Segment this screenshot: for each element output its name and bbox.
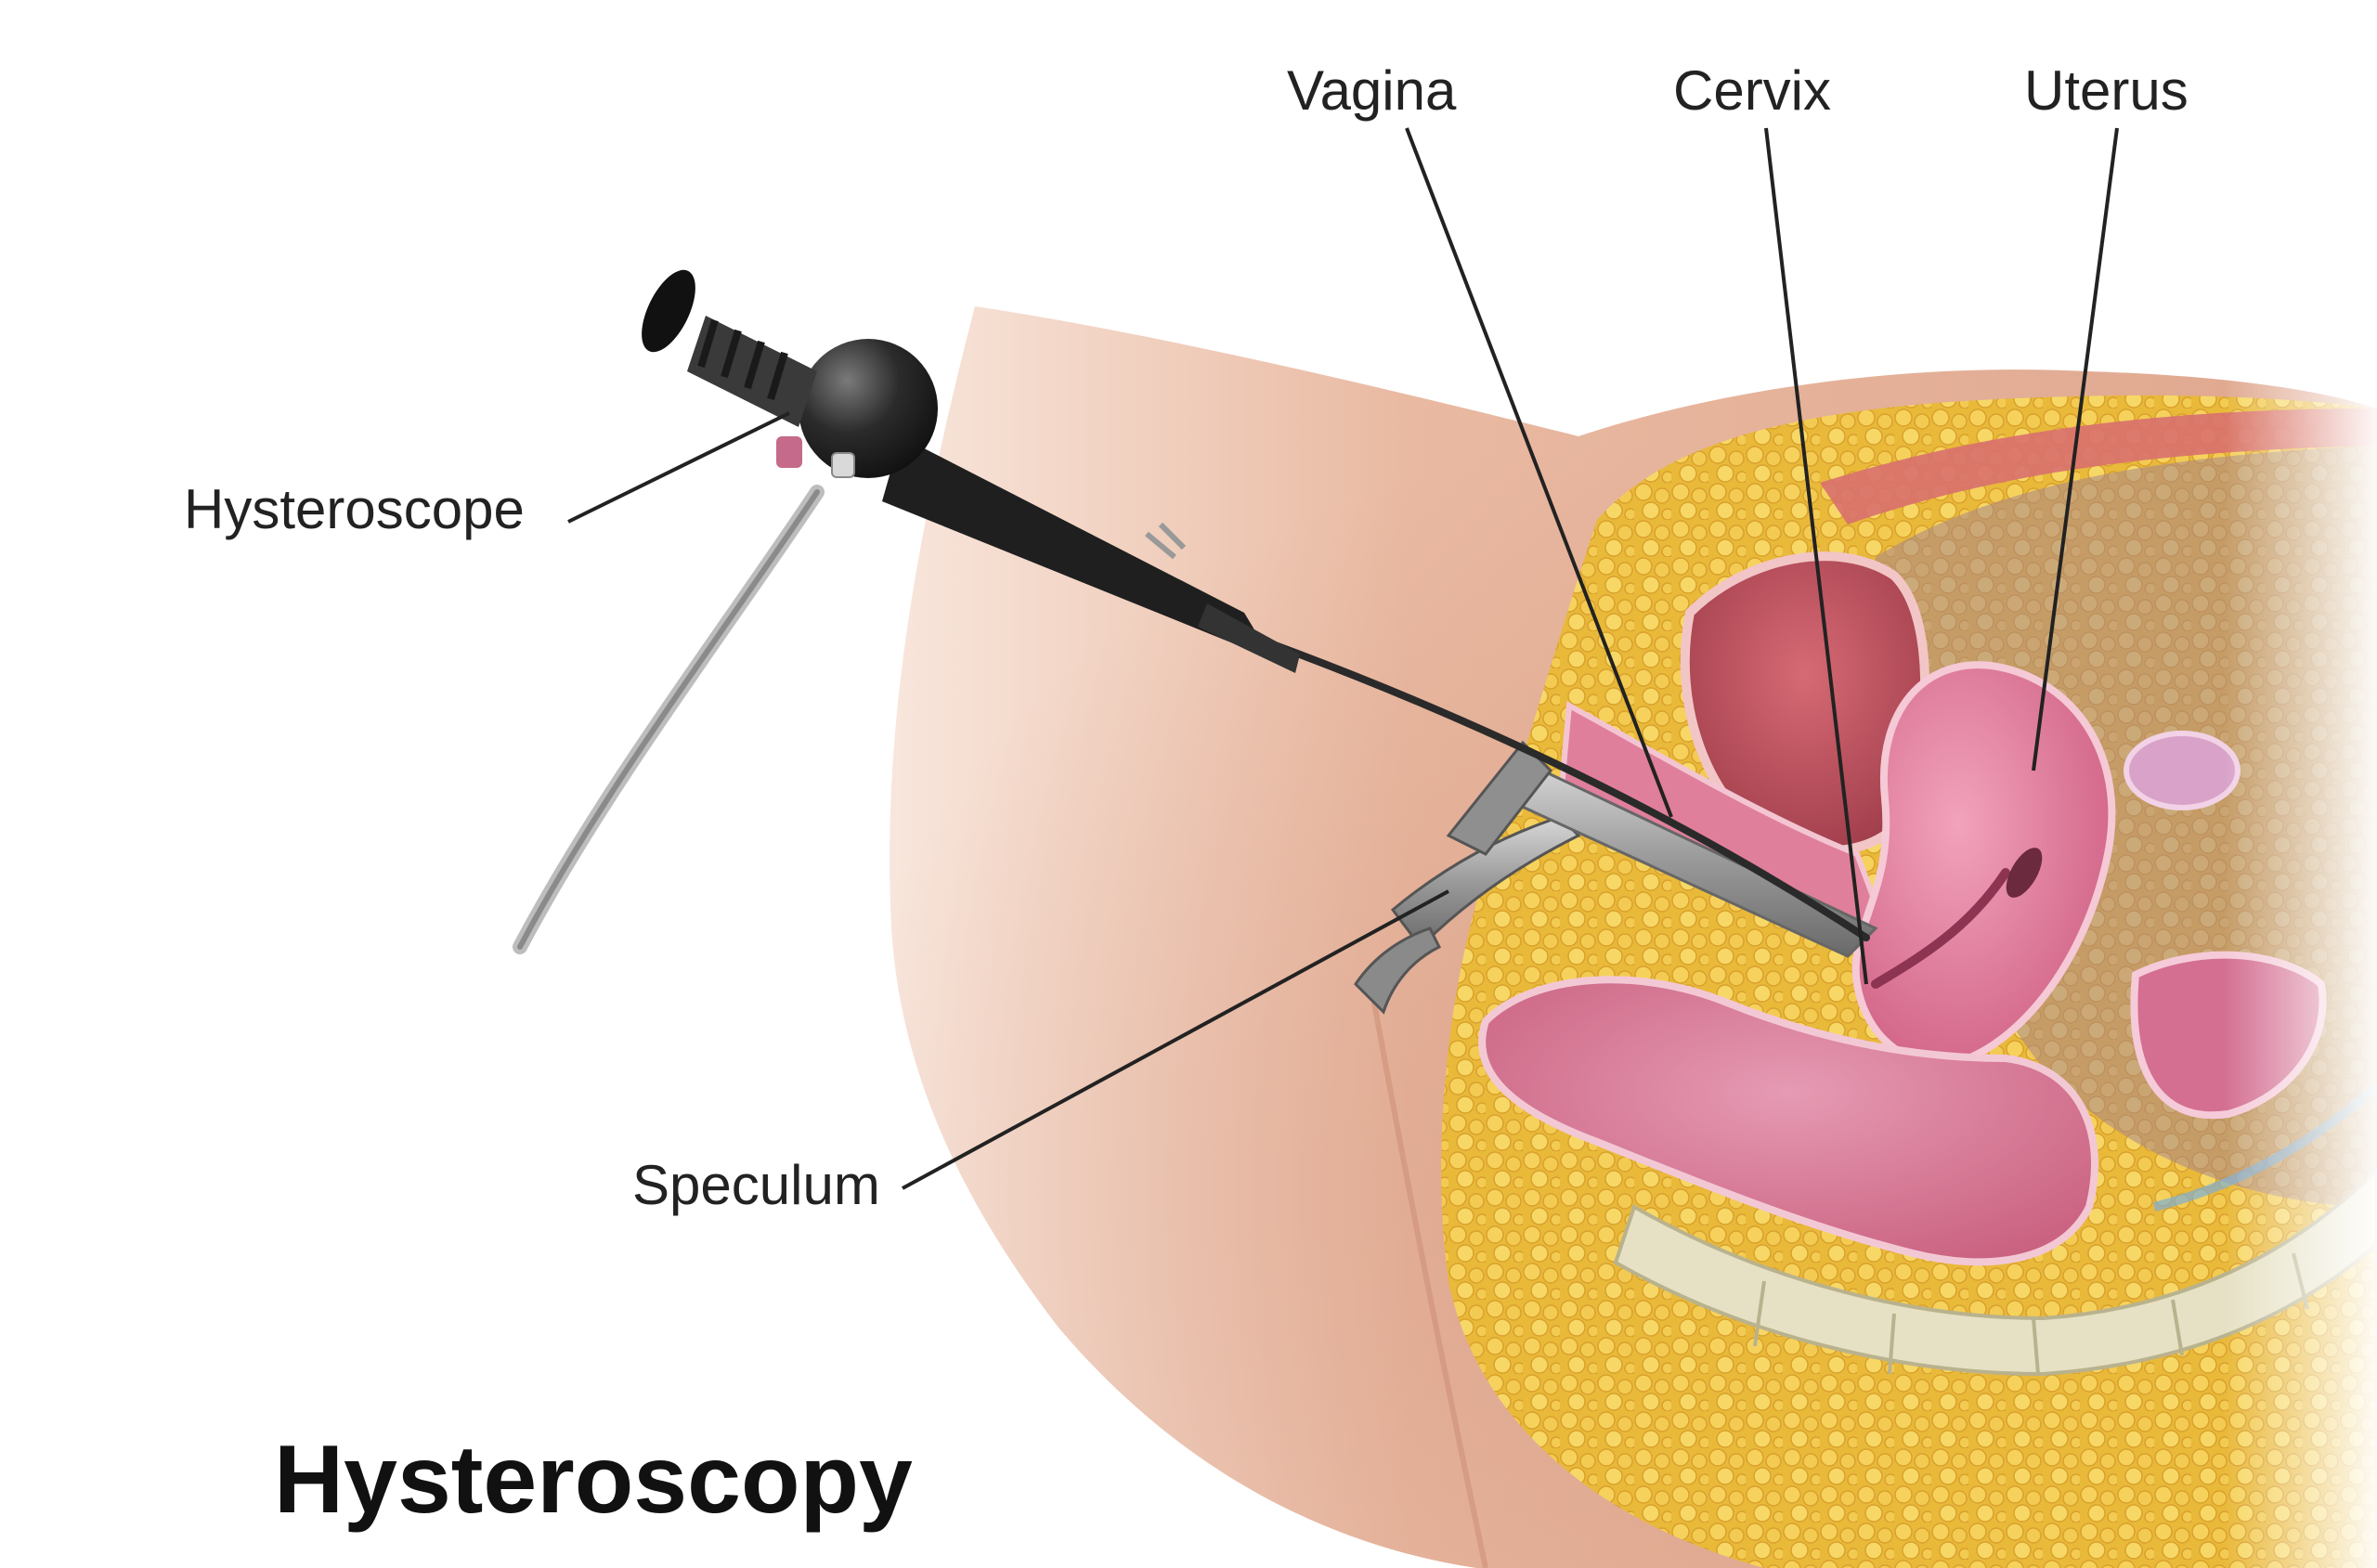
label-hysteroscope: Hysteroscope (184, 478, 525, 540)
diagram-title: Hysteroscopy (274, 1426, 913, 1534)
leader-line-cervix (1764, 127, 1868, 985)
leader-line-hysteroscope (567, 411, 790, 524)
leader-line-speculum (902, 889, 1449, 1190)
label-uterus: Uterus (2024, 59, 2189, 122)
leader-line-vagina (1405, 127, 1673, 818)
hysteroscope-icon (513, 269, 1870, 954)
leader-lines (567, 127, 2119, 1190)
label-cervix: Cervix (1673, 59, 1832, 122)
label-speculum: Speculum (632, 1154, 880, 1216)
leader-line-uterus (2032, 127, 2119, 771)
speculum-icon (1354, 740, 1878, 1015)
label-vagina: Vagina (1287, 59, 1457, 122)
